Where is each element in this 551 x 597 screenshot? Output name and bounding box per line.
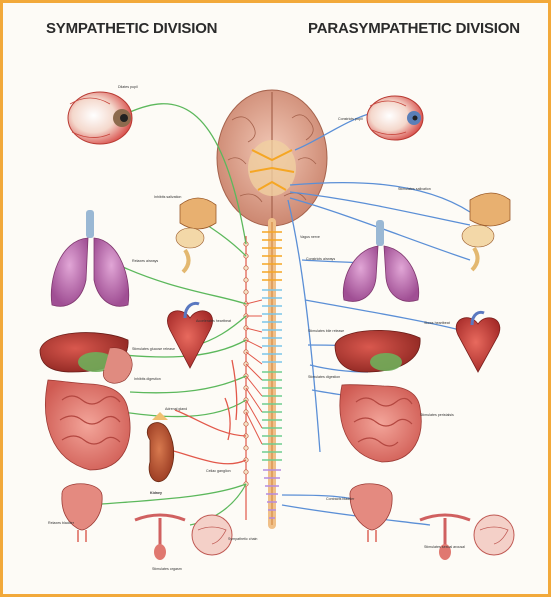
label-relaxes-airways: Relaxes airways xyxy=(132,259,158,263)
label-inhibits-salivation: Inhibits salivation xyxy=(154,195,181,199)
label-slows-heartbeat: Slows heartbeat xyxy=(424,321,450,325)
left-eye xyxy=(68,92,132,144)
sympathetic-chain xyxy=(244,236,262,520)
label-stimulates-salivation: Stimulates salivation xyxy=(398,187,431,191)
label-bile-release: Stimulates bile release xyxy=(308,329,344,333)
label-kidney: Kidney xyxy=(150,491,162,495)
label-inhibits-digestion: Inhibits digestion xyxy=(134,377,161,381)
label-dilates-pupil: Dilates pupil xyxy=(118,85,138,89)
left-kidney-adrenal xyxy=(147,412,174,482)
left-reproductive xyxy=(135,515,232,560)
right-intestines xyxy=(340,385,421,462)
label-relaxes-bladder: Relaxes bladder xyxy=(48,521,75,525)
left-liver-stomach xyxy=(40,333,132,384)
label-stimulates-orgasm: Stimulates orgasm xyxy=(152,567,182,571)
label-sympathetic-chain: Sympathetic chain xyxy=(228,537,257,541)
label-constricts-airways: Constricts airways xyxy=(306,257,335,261)
right-reproductive xyxy=(420,515,514,560)
label-contracts-bladder: Contracts bladder xyxy=(326,497,355,501)
left-salivary-glands xyxy=(176,198,216,272)
right-heart xyxy=(456,312,500,372)
left-heart xyxy=(167,303,212,368)
right-lungs xyxy=(343,220,419,301)
label-vagus-nerve: Vagus nerve xyxy=(300,235,320,239)
label-glucose-release: Stimulates glucose release xyxy=(132,347,175,351)
label-stimulates-peristalsis: Stimulates peristalsis xyxy=(420,413,454,417)
brain xyxy=(217,90,327,226)
left-bladder xyxy=(62,484,102,542)
right-eye xyxy=(367,96,423,140)
label-accelerates-heartbeat: Accelerates heartbeat xyxy=(196,319,231,323)
right-liver-stomach xyxy=(335,330,420,372)
right-bladder xyxy=(350,484,392,542)
right-salivary-glands xyxy=(462,193,510,270)
label-adrenal: Adrenal gland xyxy=(165,407,187,411)
label-celiac-ganglion: Celiac ganglion xyxy=(206,469,231,473)
label-sexual-arousal: Stimulates sexual arousal xyxy=(424,545,465,549)
left-lungs xyxy=(51,210,129,306)
left-intestines xyxy=(45,380,130,470)
label-constricts-pupil: Constricts pupil xyxy=(338,117,363,121)
label-stimulates-digestion: Stimulates digestion xyxy=(308,375,340,379)
